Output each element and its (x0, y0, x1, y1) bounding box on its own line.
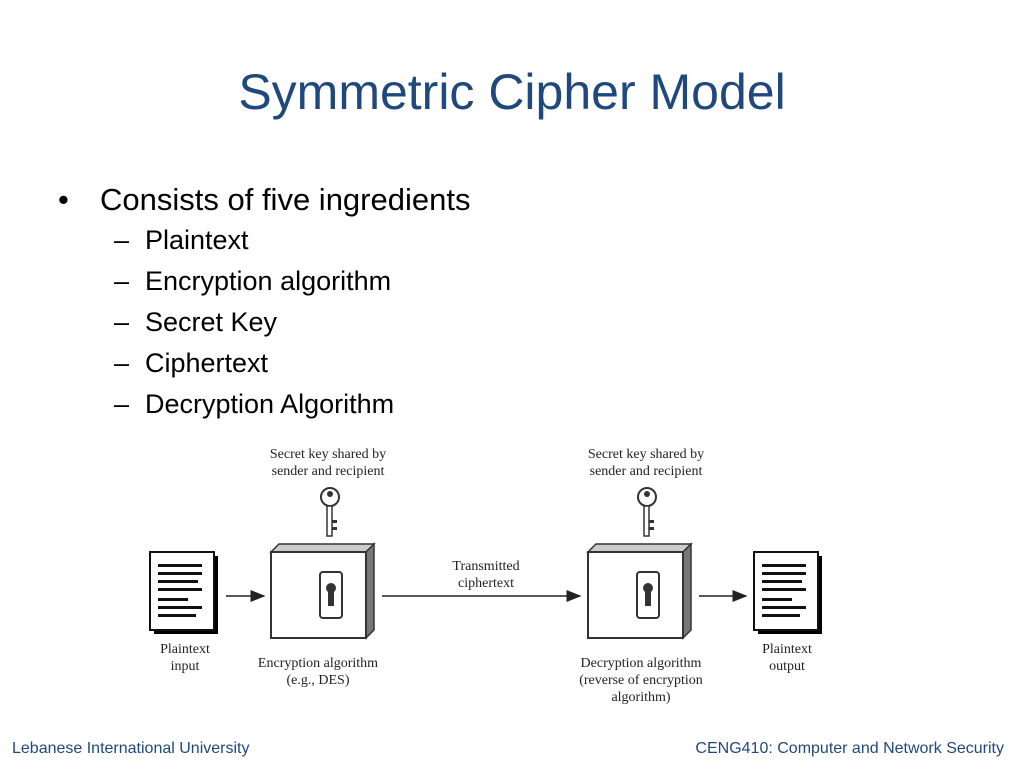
decryption-box-icon (586, 542, 693, 640)
sub-item-plaintext: –Plaintext (114, 225, 249, 255)
bullet-list: •Consists of five ingredients –Plaintext… (58, 180, 470, 425)
plaintext-input-document-icon (149, 551, 218, 634)
slide-title: Symmetric Cipher Model (238, 64, 786, 120)
plaintext-output-document-icon (753, 551, 822, 634)
left-key-icon (320, 487, 340, 537)
decryption-algorithm-label: Decryption algorithm(reverse of encrypti… (579, 656, 703, 705)
footer-right: CENG410: Computer and Network Security (695, 740, 1004, 757)
sub-item-secret-key: –Secret Key (114, 307, 278, 337)
bullet-main: •Consists of five ingredients –Plaintext… (58, 180, 470, 425)
encryption-box-icon (269, 542, 376, 640)
sub-item-encryption-algorithm: –Encryption algorithm (114, 266, 392, 296)
bullet-main-text: Consists of five ingredients (100, 182, 471, 217)
sub-item-ciphertext: –Ciphertext (114, 348, 269, 378)
sub-list: –Plaintext –Encryption algorithm –Secret… (114, 220, 470, 425)
encryption-algorithm-label: Encryption algorithm(e.g., DES) (257, 656, 379, 688)
right-key-icon (637, 487, 657, 537)
footer-left: Lebanese International University (12, 740, 250, 757)
sub-item-decryption-algorithm: –Decryption Algorithm (114, 389, 395, 419)
